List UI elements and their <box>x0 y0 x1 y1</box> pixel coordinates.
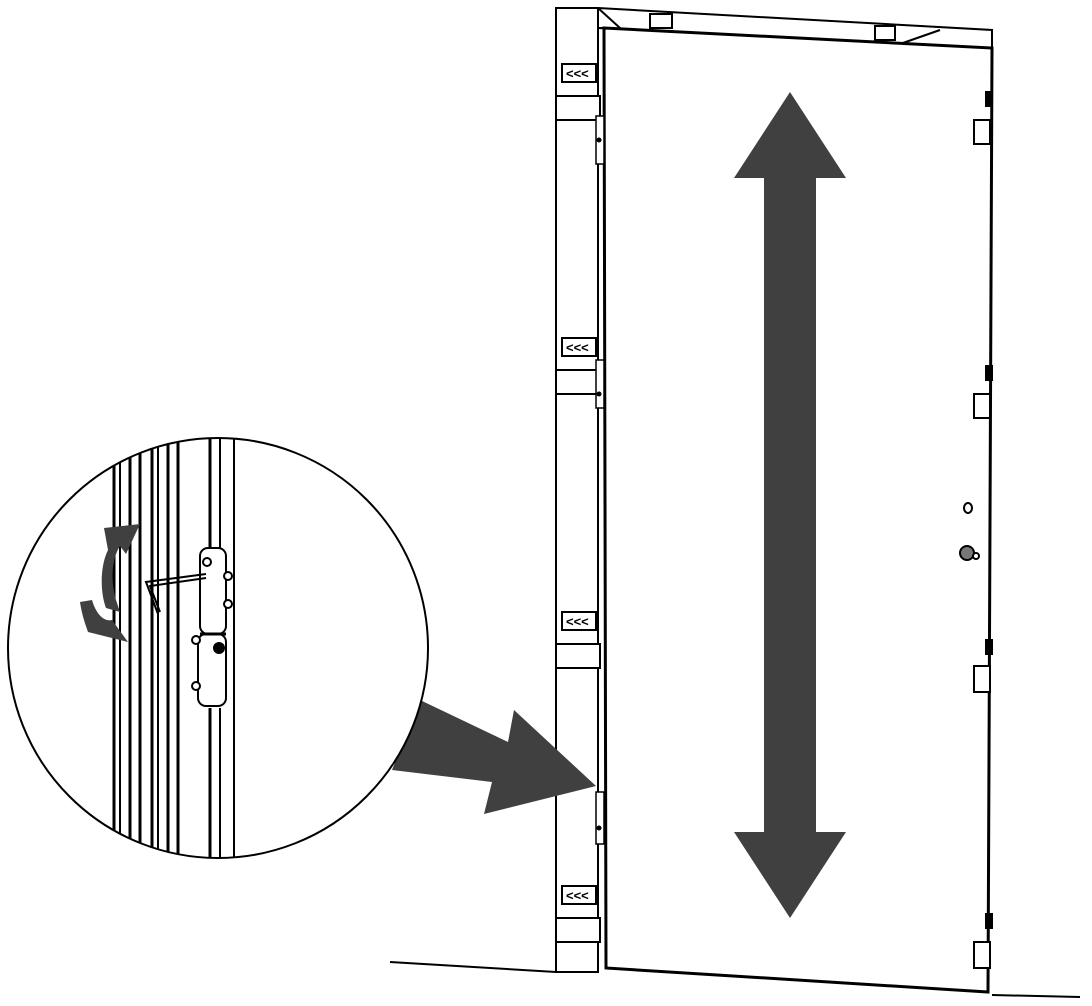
hinge-upper <box>595 359 605 409</box>
anchor-upper-middle: <<< <box>555 337 601 395</box>
svg-text:<<<: <<< <box>566 614 589 629</box>
door-knob-icon <box>959 545 975 561</box>
double-headed-arrow-icon <box>734 92 846 918</box>
svg-text:<<<: <<< <box>566 66 589 81</box>
frame-anchors: <<< <<< <<< <<< <box>555 63 601 943</box>
anchor-top: <<< <box>555 63 601 121</box>
svg-text:<<<: <<< <box>566 888 589 903</box>
keyhole-icon <box>963 502 973 514</box>
floor-line <box>389 961 1081 998</box>
door-lock <box>959 502 980 561</box>
door-hinges <box>595 115 605 845</box>
anchor-bottom: <<< <box>555 885 601 943</box>
hex-key-icon <box>144 573 207 615</box>
svg-text:<<<: <<< <box>566 340 589 355</box>
door-keepers <box>973 91 993 969</box>
anchor-lower-middle: <<< <box>555 611 601 669</box>
pointer-arrow-icon <box>392 700 596 814</box>
zoom-detail <box>7 437 429 859</box>
hinge-barrel <box>191 547 233 707</box>
curved-rotation-arrow-icon <box>80 524 140 642</box>
hinge-lower <box>595 791 605 845</box>
frame-profile <box>112 438 235 858</box>
hinge-top <box>595 115 605 165</box>
